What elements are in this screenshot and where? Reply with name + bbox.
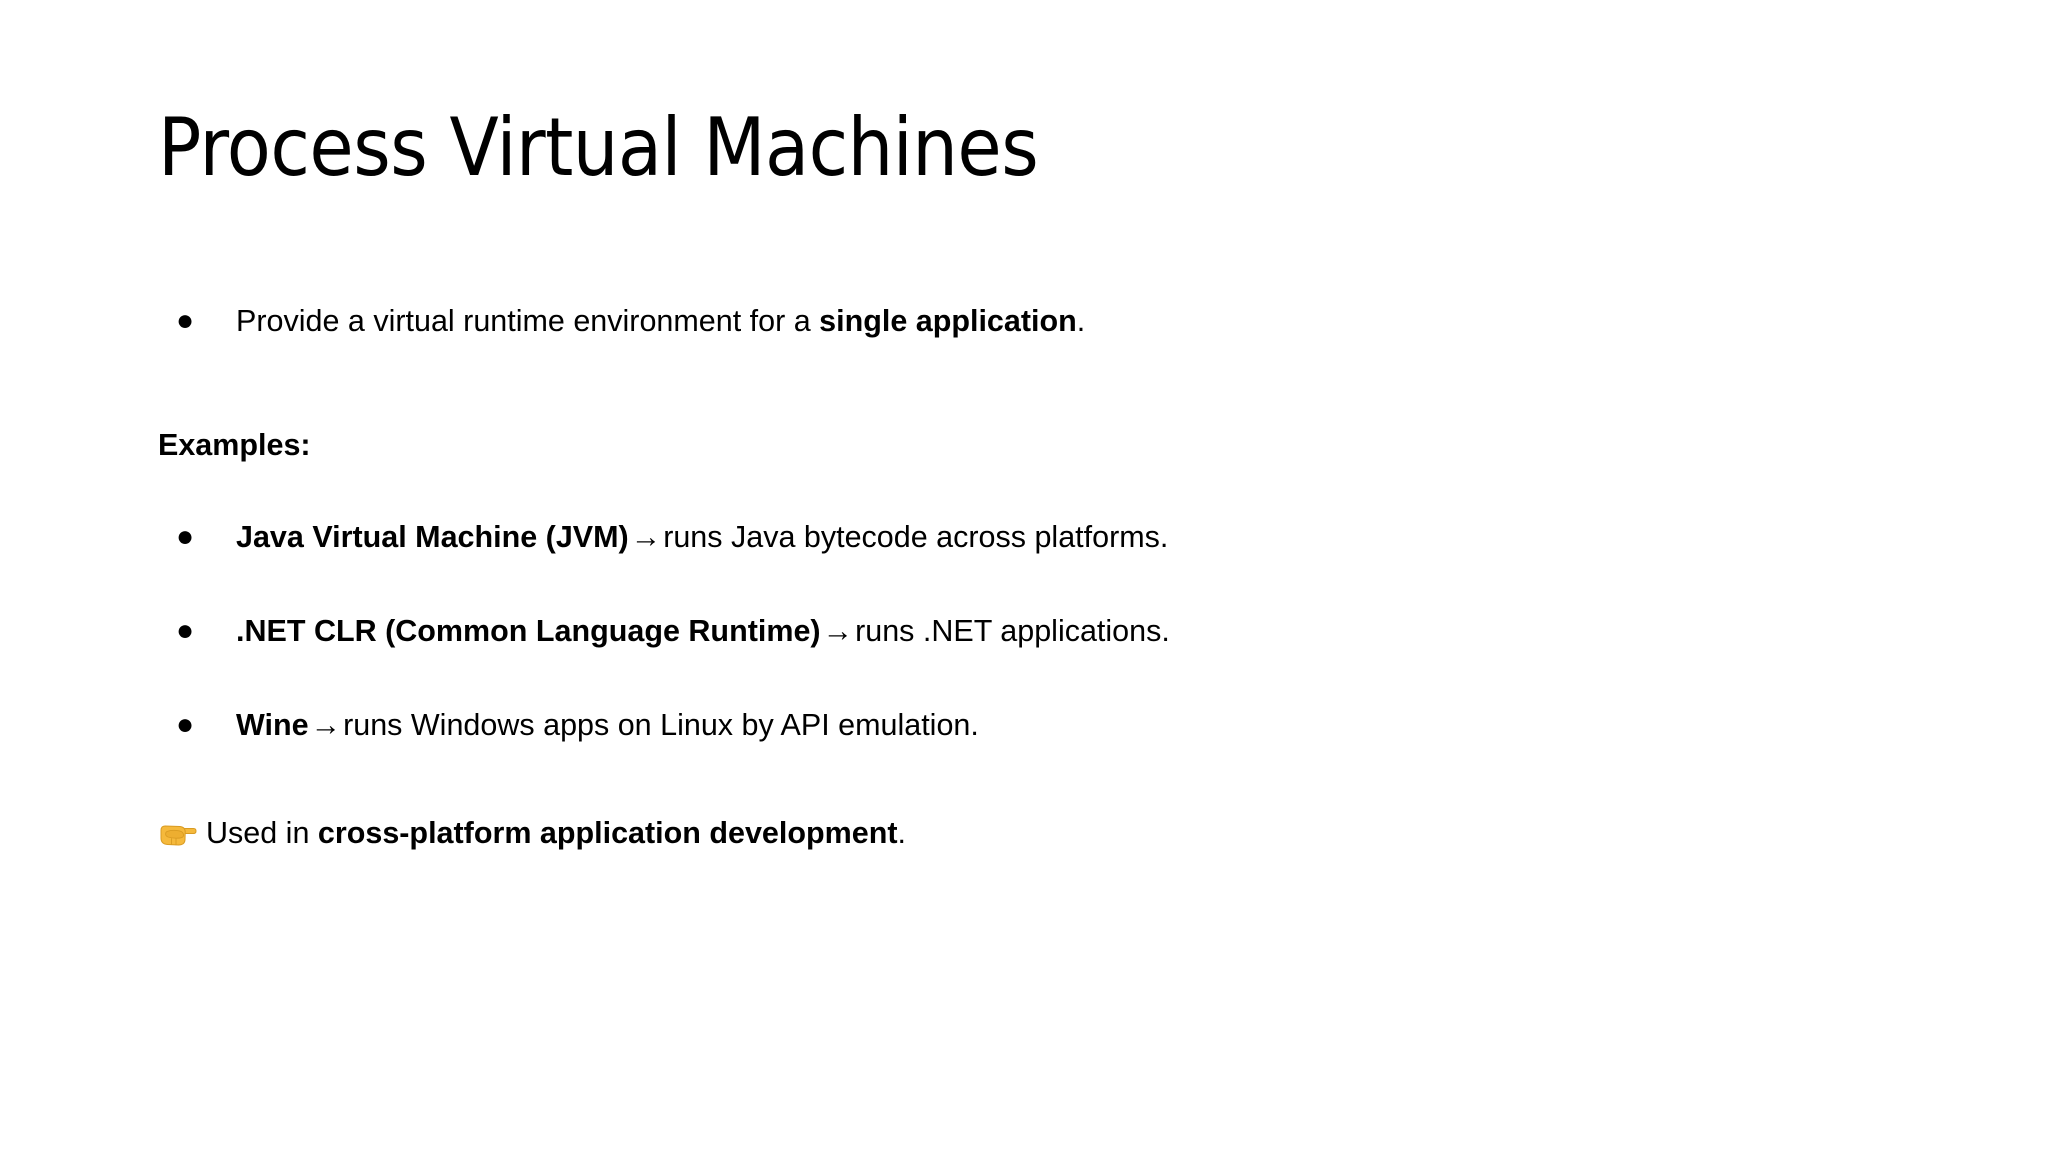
- example-description: runs Windows apps on Linux by API emulat…: [343, 708, 979, 742]
- list-item-text: .NET CLR (Common Language Runtime)→runs …: [236, 610, 1918, 652]
- list-item-wine: ● Wine→runs Windows apps on Linux by API…: [158, 704, 1918, 746]
- list-item-text: Wine→runs Windows apps on Linux by API e…: [236, 704, 1918, 746]
- arrow-right-icon: →: [630, 520, 662, 554]
- example-description: runs .NET applications.: [855, 614, 1170, 648]
- conclusion-text-bold: cross-platform application development: [317, 816, 898, 850]
- bullet-marker-icon: ●: [176, 708, 195, 741]
- list-item-jvm: ● Java Virtual Machine (JVM)→runs Java b…: [158, 516, 1918, 558]
- list-item-dotnet-clr: ● .NET CLR (Common Language Runtime)→run…: [158, 610, 1918, 652]
- intro-text-before: Provide a virtual runtime environment fo…: [236, 304, 820, 338]
- example-term: Java Virtual Machine (JVM): [236, 520, 629, 554]
- conclusion-text: Used in cross-platform application devel…: [206, 812, 906, 854]
- bullet-marker-icon: ●: [176, 614, 195, 647]
- intro-text-after: .: [1076, 304, 1086, 338]
- arrow-right-icon: →: [310, 708, 342, 742]
- conclusion-text-after: .: [897, 816, 906, 850]
- arrow-right-icon: →: [822, 614, 854, 648]
- page-title: Process Virtual Machines: [158, 101, 1039, 194]
- example-term: .NET CLR (Common Language Runtime): [236, 614, 821, 648]
- conclusion-text-before: Used in: [206, 816, 318, 850]
- intro-text-bold: single application: [819, 304, 1077, 338]
- bullet-marker-icon: ●: [176, 520, 195, 553]
- list-item-intro: ● Provide a virtual runtime environment …: [158, 300, 1918, 342]
- bullet-marker-icon: ●: [176, 304, 195, 337]
- examples-heading: Examples:: [158, 428, 311, 462]
- spacer: [158, 394, 1918, 424]
- example-term: Wine: [236, 708, 309, 742]
- example-description: runs Java bytecode across platforms.: [663, 520, 1169, 554]
- pointing-right-hand-icon: [158, 815, 198, 851]
- list-item-text: Provide a virtual runtime environment fo…: [236, 300, 1918, 342]
- conclusion-line: Used in cross-platform application devel…: [158, 812, 1918, 854]
- slide-body: ● Provide a virtual runtime environment …: [158, 300, 1918, 854]
- list-item-text: Java Virtual Machine (JVM)→runs Java byt…: [236, 516, 1918, 558]
